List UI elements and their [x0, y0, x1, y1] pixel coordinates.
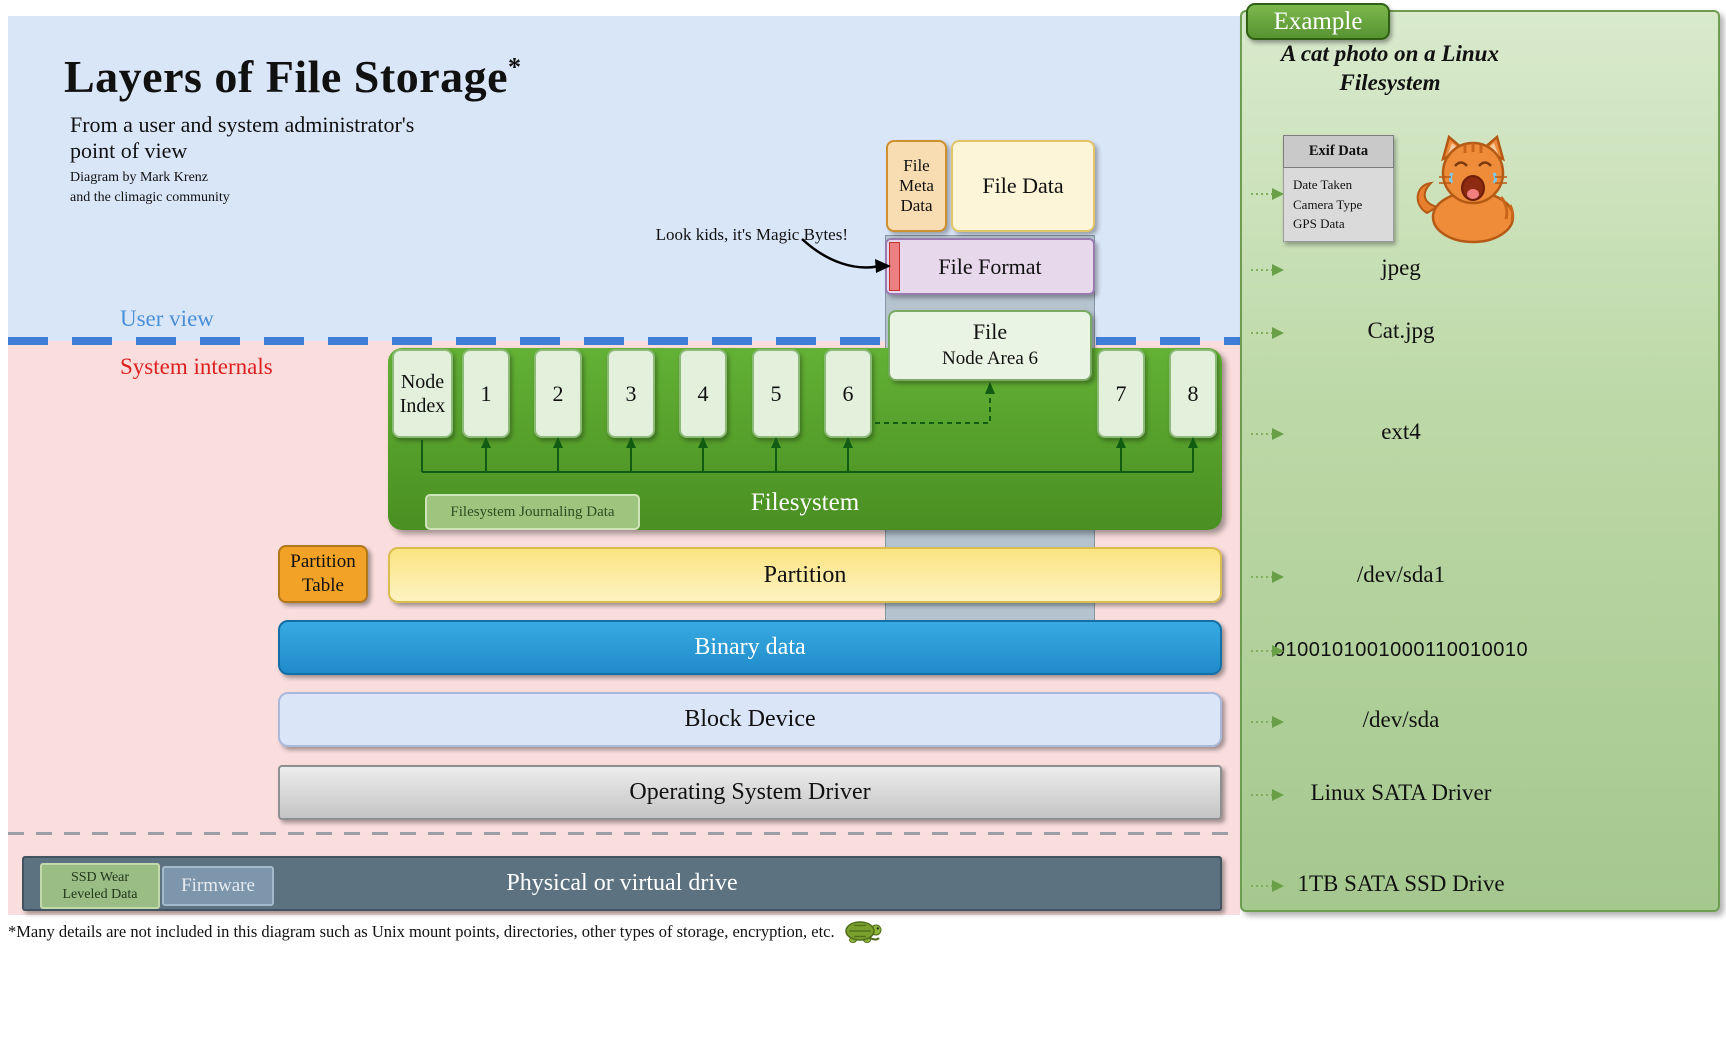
physical-drive-label: Physical or virtual drive: [506, 870, 738, 896]
cat-illustration: [1416, 134, 1515, 244]
title-asterisk: *: [508, 52, 522, 82]
example-row-partition: /dev/sda1: [1246, 562, 1556, 588]
example-row-label: 0100101001000110010010: [1273, 639, 1529, 661]
physical-drive-bar: SSD Wear Leveled Data Firmware Physical …: [22, 856, 1222, 911]
example-row-label: ext4: [1381, 419, 1421, 444]
example-row-label: /dev/sda1: [1356, 562, 1446, 587]
example-title: A cat photo on a Linux Filesystem: [1281, 41, 1499, 95]
example-row-label: Cat.jpg: [1367, 318, 1435, 343]
page-title: Layers of File Storage*: [64, 51, 522, 102]
example-row-drive: 1TB SATA SSD Drive: [1246, 871, 1556, 897]
node-index-box: Node Index: [392, 349, 453, 438]
dotted-arrow-icon: [1251, 188, 1284, 200]
file-node-area-box: File Node Area 6: [888, 310, 1092, 381]
drive-divider: [8, 832, 1240, 835]
binary-data-bar: Binary data: [278, 620, 1222, 675]
os-driver-bar: Operating System Driver: [278, 765, 1222, 820]
example-row-label: 1TB SATA SSD Drive: [1297, 871, 1505, 896]
exif-box: Exif Data Date Taken Camera Type GPS Dat…: [1283, 135, 1394, 242]
node-box-1: 1: [462, 349, 510, 438]
node-box-7: 7: [1097, 349, 1145, 438]
example-row-label: /dev/sda: [1362, 707, 1440, 732]
journaling-data-box: Filesystem Journaling Data: [425, 494, 640, 530]
dotted-arrow-icon: [1251, 428, 1284, 440]
credit: Diagram by Mark Krenz and the climagic c…: [70, 170, 230, 205]
exif-items: Date Taken Camera Type GPS Data: [1283, 168, 1394, 242]
dotted-arrow-icon: [1251, 571, 1284, 583]
node-box-5: 5: [752, 349, 800, 438]
user-view-label: User view: [120, 306, 214, 331]
footnote: *Many details are not included in this d…: [8, 918, 885, 945]
magic-bytes-note: Look kids, it's Magic Bytes!: [655, 225, 848, 244]
example-row-label: Linux SATA Driver: [1310, 780, 1492, 805]
turtle-icon: [844, 921, 882, 943]
system-internals-label: System internals: [120, 354, 273, 379]
example-badge: Example: [1246, 3, 1390, 40]
user-system-divider: [8, 337, 1240, 345]
node-box-4: 4: [679, 349, 727, 438]
dotted-arrow-icon: [1251, 880, 1284, 892]
dotted-arrow-icon: [1251, 327, 1284, 339]
firmware-box: Firmware: [162, 866, 274, 906]
node-box-6: 6: [824, 349, 872, 438]
ssd-wear-box: SSD Wear Leveled Data: [40, 863, 160, 909]
partition-bar: Partition: [388, 547, 1222, 603]
example-row-blockdevice: /dev/sda: [1246, 707, 1556, 733]
curved-arrow-icon: [801, 238, 891, 273]
partition-table-box: Partition Table: [278, 545, 368, 603]
file-data-box: File Data: [951, 140, 1095, 232]
node-box-2: 2: [534, 349, 582, 438]
example-row-label: jpeg: [1381, 255, 1421, 280]
node-area-label: Node Area 6: [941, 347, 1039, 369]
exif-header: Exif Data: [1283, 135, 1394, 168]
example-row-driver: Linux SATA Driver: [1246, 780, 1556, 806]
example-row-file: Cat.jpg: [1246, 318, 1556, 344]
filesystem-label: Filesystem: [750, 489, 860, 516]
file-meta-data-box: File Meta Data: [886, 140, 947, 232]
dotted-arrow-icon: [1251, 264, 1284, 276]
dotted-arrow-icon: [1251, 789, 1284, 801]
example-row-filesystem: ext4: [1246, 419, 1556, 445]
dotted-arrow-icon: [1251, 645, 1284, 657]
block-device-bar: Block Device: [278, 692, 1222, 747]
node-index-arrows-icon: [421, 382, 1198, 473]
example-row-binary: 0100101001000110010010: [1246, 636, 1556, 662]
file-format-box: File Format: [885, 238, 1095, 295]
dotted-arrow-icon: [1251, 716, 1284, 728]
subtitle: From a user and system administrator's p…: [70, 112, 415, 164]
file-label: File: [972, 319, 1008, 344]
example-row-format: jpeg: [1246, 255, 1556, 281]
